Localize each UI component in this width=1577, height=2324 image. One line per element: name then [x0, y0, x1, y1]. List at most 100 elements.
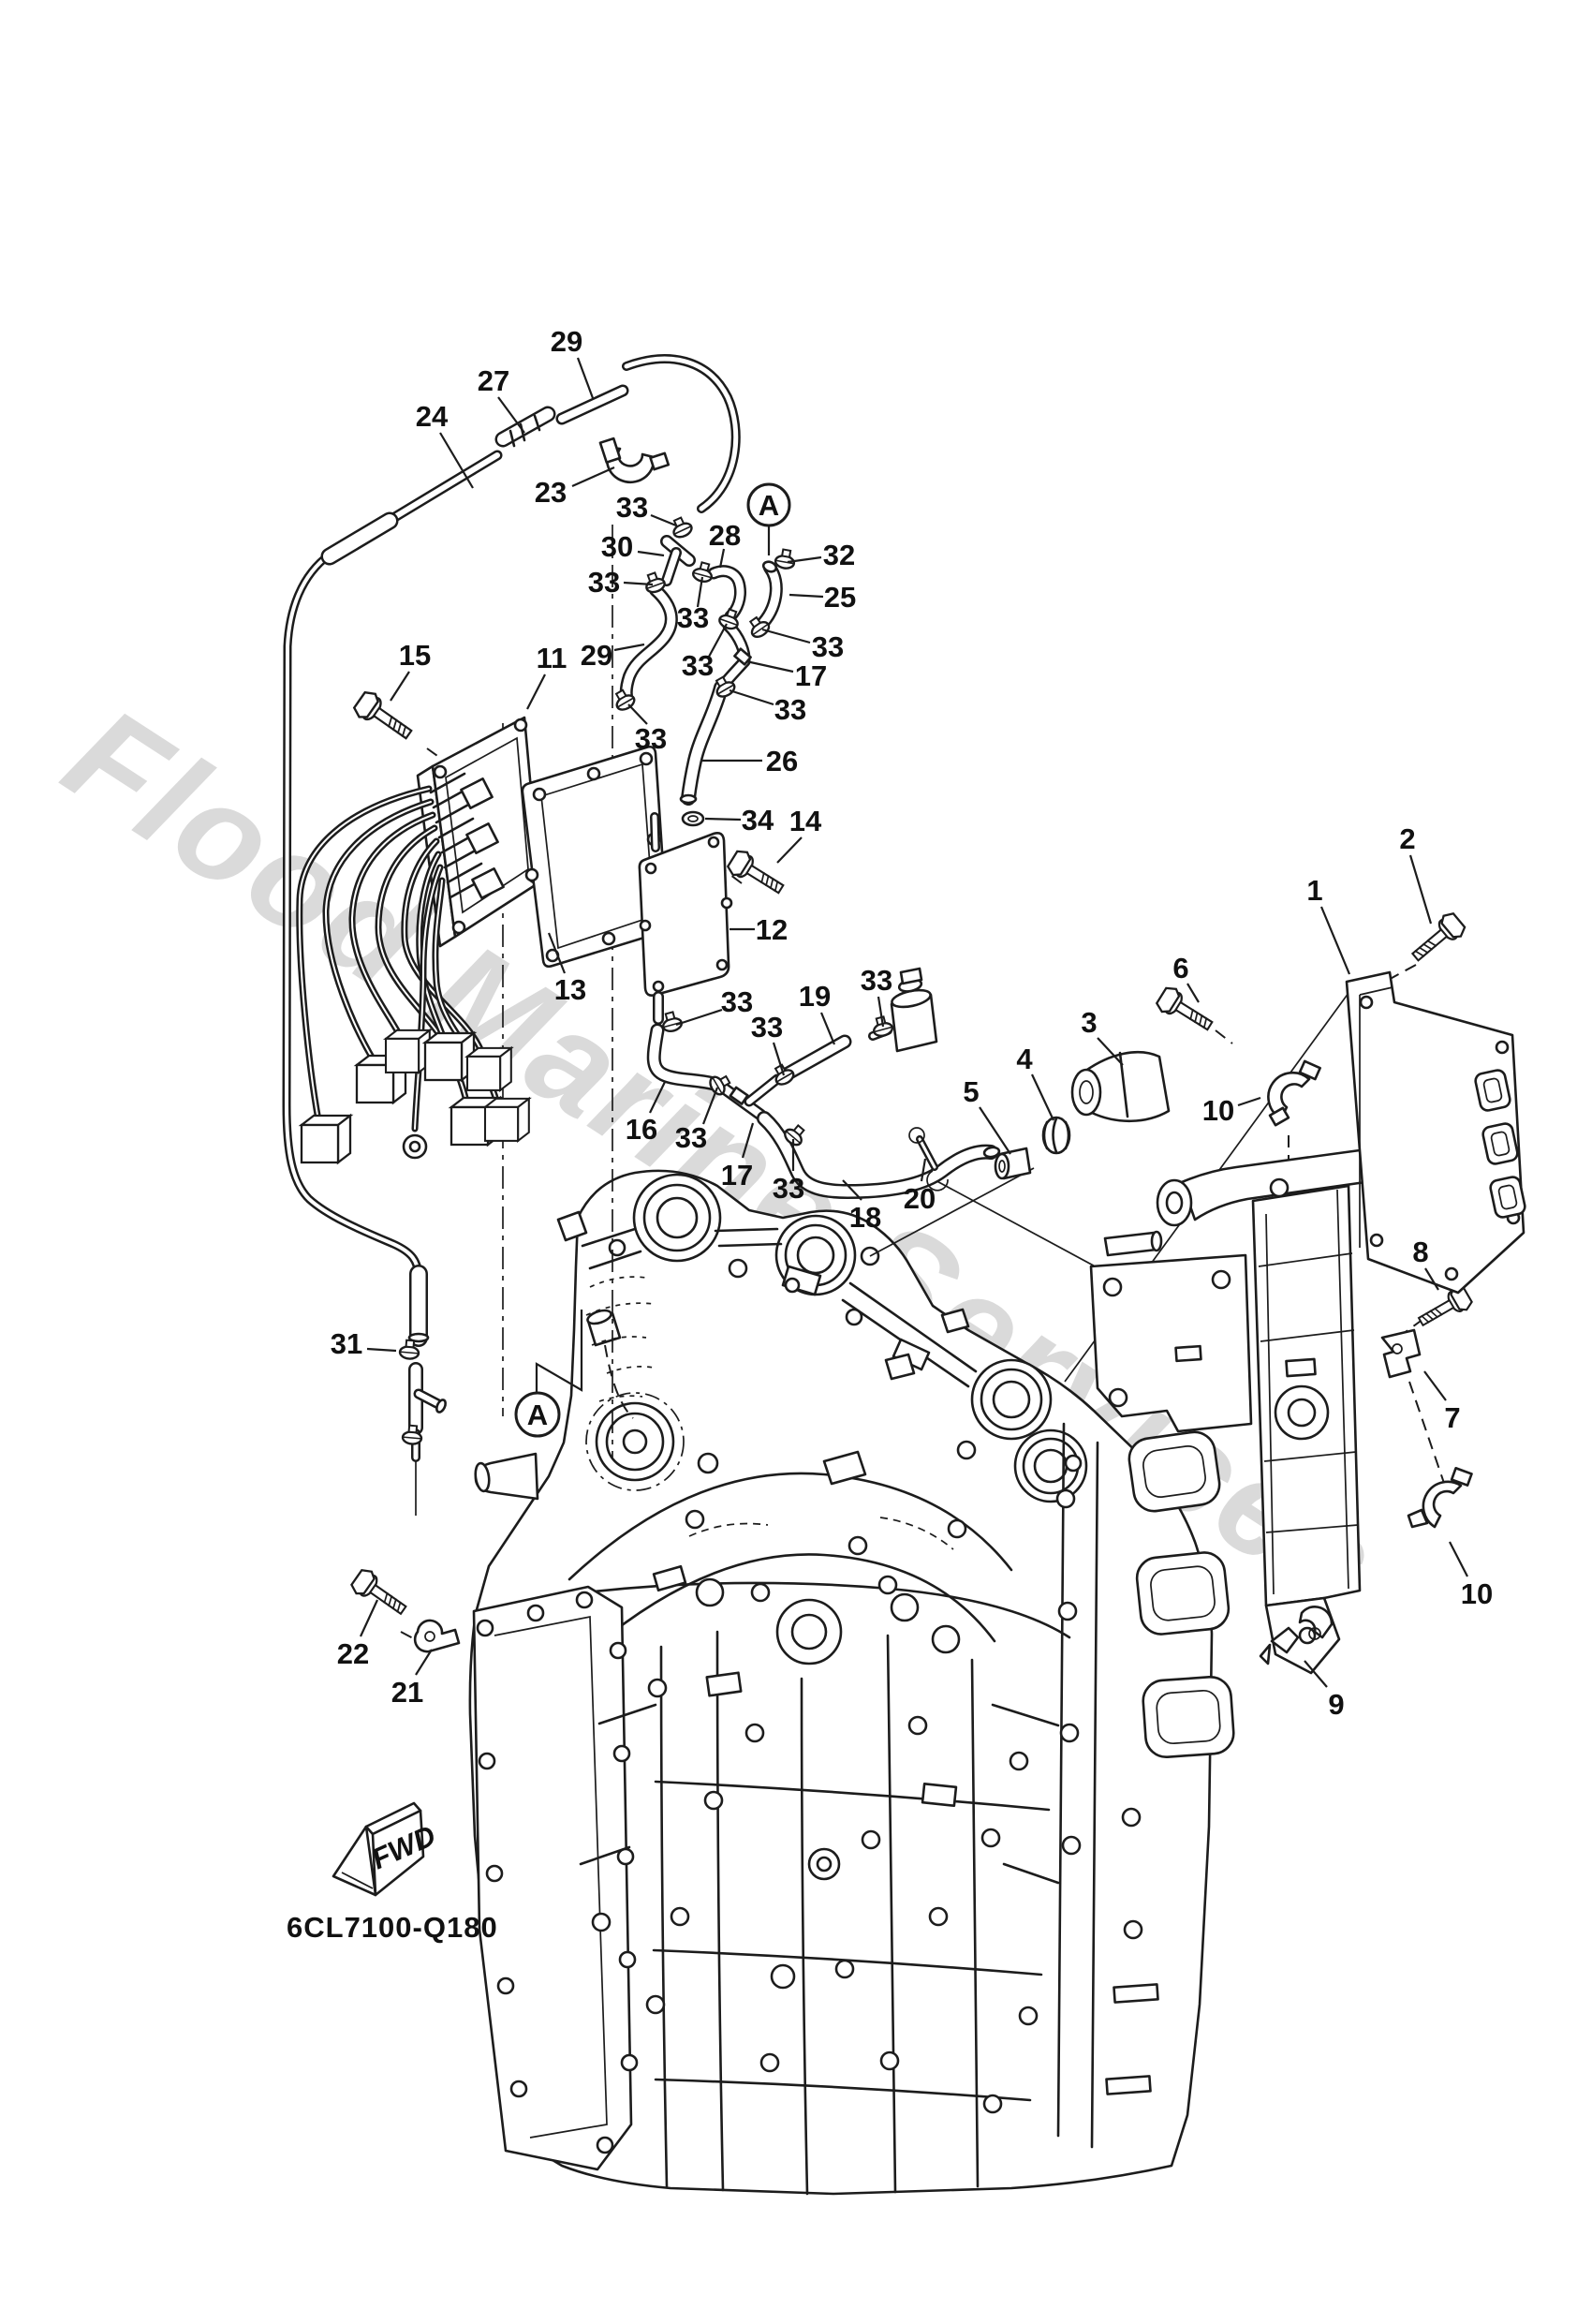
collar-5: [994, 1147, 1032, 1180]
part-label-19-25: 19: [799, 980, 831, 1013]
part-label-33-11: 33: [812, 630, 844, 663]
wire-connector: [465, 1046, 512, 1091]
harness-end-cap: [407, 1332, 430, 1343]
part-label-1-38: 1: [1306, 874, 1322, 907]
fitting-17b-hex: [729, 1086, 749, 1105]
pipe-24-sleeve: [323, 514, 396, 563]
pulley: [585, 1392, 685, 1491]
hose-16: [649, 1026, 722, 1089]
clamp-10b: [1407, 1466, 1473, 1529]
cover-12: [638, 832, 730, 997]
part-label-27-1: 27: [478, 364, 509, 397]
leader-line: [1319, 906, 1351, 975]
ecu-assembly: [994, 909, 1526, 1675]
wire-connector: [300, 1114, 352, 1164]
leader-line: [741, 1122, 755, 1159]
part-label-13-20: 13: [554, 973, 586, 1006]
fwd-arrow-panel: [371, 1809, 425, 1897]
hose-26: [683, 682, 727, 804]
part-label-7-42: 7: [1444, 1401, 1460, 1434]
clamp-21: [413, 1619, 461, 1653]
clip-9: [1259, 1606, 1334, 1665]
leader-line: [704, 817, 742, 822]
part-label-11-19: 11: [537, 642, 567, 674]
part-label-23-3: 23: [535, 476, 567, 509]
part-label-20-33: 20: [904, 1182, 936, 1215]
wire-connectors: [300, 1029, 530, 1164]
hose-29-arc: [624, 356, 739, 511]
leader-line: [366, 1347, 397, 1353]
part-label-29-0: 29: [551, 325, 582, 358]
leader-line: [1424, 1267, 1439, 1291]
leader-line: [696, 576, 704, 608]
cover-12-assembly: [638, 810, 1001, 1199]
part-label-5-34: 5: [963, 1075, 979, 1108]
thermostat-housing: [474, 1452, 539, 1501]
leader-line: [788, 593, 824, 599]
leader-line: [979, 1106, 1011, 1155]
part-label-24-2: 24: [416, 400, 449, 433]
part-label-17-29: 17: [721, 1159, 753, 1192]
bracket-grommet: [1274, 1384, 1330, 1441]
leader-line: [576, 357, 595, 399]
part-label-33-15: 33: [774, 693, 806, 726]
part-label-32-7: 32: [823, 539, 855, 571]
leader-line: [535, 1310, 583, 1393]
bracket-wing: [1089, 1253, 1253, 1433]
part-label-8-41: 8: [1412, 1236, 1428, 1268]
part-label-18-32: 18: [849, 1201, 881, 1234]
view-label-A-1: A: [527, 1399, 548, 1431]
wire-connector: [483, 1097, 530, 1142]
leader-line: [745, 659, 794, 674]
part-label-12-23: 12: [756, 913, 788, 946]
ring-terminal: [402, 1133, 428, 1160]
harness-clamp-22-21: [347, 1565, 461, 1653]
cast-texture: [585, 1276, 655, 1402]
part-label-33-4: 33: [616, 491, 648, 524]
grommet-4: [1041, 1116, 1071, 1155]
side-cover: [472, 1585, 639, 2171]
engine-block: [468, 1169, 1235, 2196]
part-label-21-47: 21: [391, 1676, 423, 1709]
part-label-10-43: 10: [1461, 1577, 1493, 1610]
part-label-33-13: 33: [682, 649, 714, 682]
leader-line: [1186, 983, 1200, 1003]
breather-fittings: [619, 535, 783, 806]
part-label-31-45: 31: [331, 1327, 362, 1360]
leader-line: [415, 1649, 433, 1676]
leader-line: [776, 836, 803, 864]
leader-line: [761, 628, 811, 644]
view-label-A-0: A: [759, 489, 779, 522]
part-label-33-8: 33: [588, 566, 620, 599]
part-label-28-6: 28: [709, 519, 741, 552]
leader-line: [1031, 1073, 1054, 1121]
harness-curve: [285, 553, 420, 1313]
part-label-15-18: 15: [399, 639, 431, 672]
view-circle-1: [514, 1391, 561, 1438]
leader-line: [1304, 1660, 1328, 1688]
leader-line: [1237, 1096, 1261, 1107]
drawing-code: 6CL7100-Q180: [287, 1911, 498, 1944]
rubber-mount-3: [1070, 1050, 1171, 1123]
leader-line: [497, 396, 525, 434]
leader-line: [729, 688, 774, 706]
leader-line: [613, 643, 645, 652]
part-label-10-40: 10: [1202, 1094, 1234, 1127]
hose-19: [780, 1037, 849, 1080]
part-label-22-46: 22: [337, 1637, 369, 1670]
leader-line: [877, 996, 885, 1028]
leader-line: [637, 550, 665, 557]
part-label-33-26: 33: [861, 964, 892, 997]
part-label-34-21: 34: [742, 804, 774, 836]
part-label-3-36: 3: [1081, 1006, 1097, 1039]
leader-line: [1423, 1370, 1447, 1401]
leader-line: [627, 703, 648, 725]
part-label-33-31: 33: [751, 1011, 783, 1044]
elbow-28: [710, 567, 744, 620]
part-label-33-30: 33: [773, 1172, 804, 1205]
mid-cover: [695, 1577, 920, 1665]
leader-line: [390, 671, 410, 702]
part-label-4-35: 4: [1016, 1043, 1033, 1075]
bolt-bosses: [591, 1450, 1039, 2114]
